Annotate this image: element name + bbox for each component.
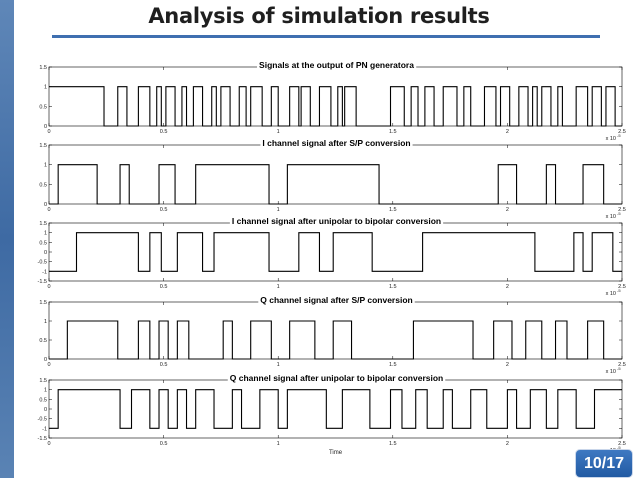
x-exponent-value: -5 [617, 288, 621, 293]
y-tick-label: 0.5 [39, 338, 47, 344]
y-tick-label: 1.5 [39, 65, 47, 71]
y-tick-label: 0 [44, 124, 47, 130]
subplot-title-1: Signals at the output of PN generatora [259, 60, 414, 70]
y-tick-label: 0 [44, 202, 47, 208]
subplot-title-5: Q channel signal after unipolar to bipol… [230, 373, 443, 383]
x-tick-label: 2 [506, 207, 509, 213]
x-tick-label: 1.5 [389, 284, 397, 290]
x-tick-label: 2 [506, 129, 509, 135]
y-tick-label: 0.5 [39, 104, 47, 110]
y-tick-label: 1.5 [39, 300, 47, 306]
signal-series-4-1 [49, 320, 622, 360]
subplot-title-4: Q channel signal after S/P conversion [260, 295, 412, 305]
y-tick-label: 1.5 [39, 221, 47, 227]
y-tick-label: -0.5 [38, 417, 47, 423]
x-exponent-label: x 10 [606, 291, 616, 297]
x-tick-label: 2 [506, 362, 509, 368]
x-tick-label: 1 [277, 362, 280, 368]
title-underline [52, 35, 600, 38]
subplot-title-2: I channel signal after S/P conversion [262, 138, 410, 148]
subplot-title-background [229, 216, 444, 226]
y-tick-label: 1.5 [39, 143, 47, 149]
x-tick-label: 0.5 [160, 129, 168, 135]
x-tick-label: 1.5 [389, 207, 397, 213]
x-exponent-value: -5 [617, 445, 621, 450]
signal-series-3-1 [49, 232, 622, 272]
axes-box-2 [48, 144, 623, 205]
x-tick-label: 0.5 [160, 441, 168, 447]
x-tick-label: 2.5 [618, 207, 626, 213]
y-tick-label: 1 [44, 388, 47, 394]
x-axis-label: Time [329, 450, 343, 456]
x-tick-label: 2 [506, 284, 509, 290]
x-exponent-value: -5 [617, 133, 621, 138]
x-tick-label: 1.5 [389, 129, 397, 135]
subplot-title-background [257, 60, 417, 70]
y-tick-label: -1 [42, 269, 47, 275]
x-tick-label: 0.5 [160, 207, 168, 213]
subplot-title-background [258, 295, 415, 305]
x-tick-label: 1.5 [389, 362, 397, 368]
x-tick-label: 2.5 [618, 441, 626, 447]
y-tick-label: 1 [44, 85, 47, 91]
y-tick-label: -0.5 [38, 260, 47, 266]
x-tick-label: 1 [277, 441, 280, 447]
side-accent-bar [0, 0, 14, 478]
x-tick-label: 0 [47, 129, 50, 135]
signal-series-1-1 [49, 86, 622, 127]
x-tick-label: 2.5 [618, 284, 626, 290]
y-tick-label: 0.5 [39, 240, 47, 246]
subplot-title-3: I channel signal after unipolar to bipol… [232, 216, 441, 226]
y-tick-label: 0 [44, 250, 47, 256]
y-tick-label: 0 [44, 357, 47, 363]
y-tick-label: 0.5 [39, 182, 47, 188]
signal-series-5-1 [49, 389, 622, 429]
x-tick-label: 2.5 [618, 362, 626, 368]
y-tick-label: 0.5 [39, 397, 47, 403]
x-exponent-label: x 10 [606, 136, 616, 142]
x-exponent-value: -5 [617, 366, 621, 371]
y-tick-label: 1.5 [39, 378, 47, 384]
y-tick-label: 1 [44, 231, 47, 237]
x-tick-label: 1.5 [389, 441, 397, 447]
slide-title: Analysis of simulation results [148, 4, 490, 28]
x-tick-label: 0 [47, 207, 50, 213]
signal-series-2-1 [49, 164, 622, 205]
subplot-title-background [260, 138, 413, 148]
y-tick-label: 1 [44, 163, 47, 169]
x-tick-label: 2 [506, 441, 509, 447]
y-tick-label: -1.5 [38, 436, 47, 442]
x-tick-label: 1 [277, 129, 280, 135]
y-tick-label: 1 [44, 319, 47, 325]
y-tick-label: -1.5 [38, 279, 47, 285]
axes-box-1 [48, 66, 623, 127]
page-number-badge: 10/17 [575, 449, 633, 478]
x-exponent-label: x 10 [606, 214, 616, 220]
x-tick-label: 1 [277, 207, 280, 213]
x-tick-label: 1 [277, 284, 280, 290]
y-tick-label: -1 [42, 426, 47, 432]
x-tick-label: 2.5 [618, 129, 626, 135]
x-exponent-value: -5 [617, 211, 621, 216]
y-tick-label: 0 [44, 407, 47, 413]
x-tick-label: 0.5 [160, 362, 168, 368]
axes-box-3 [48, 222, 623, 282]
x-tick-label: 0 [47, 362, 50, 368]
x-tick-label: 0 [47, 441, 50, 447]
axes-box-4 [48, 301, 623, 360]
x-exponent-label: x 10 [606, 369, 616, 375]
x-tick-label: 0.5 [160, 284, 168, 290]
axes-box-5 [48, 379, 623, 439]
x-tick-label: 0 [47, 284, 50, 290]
subplot-title-background [227, 373, 446, 383]
